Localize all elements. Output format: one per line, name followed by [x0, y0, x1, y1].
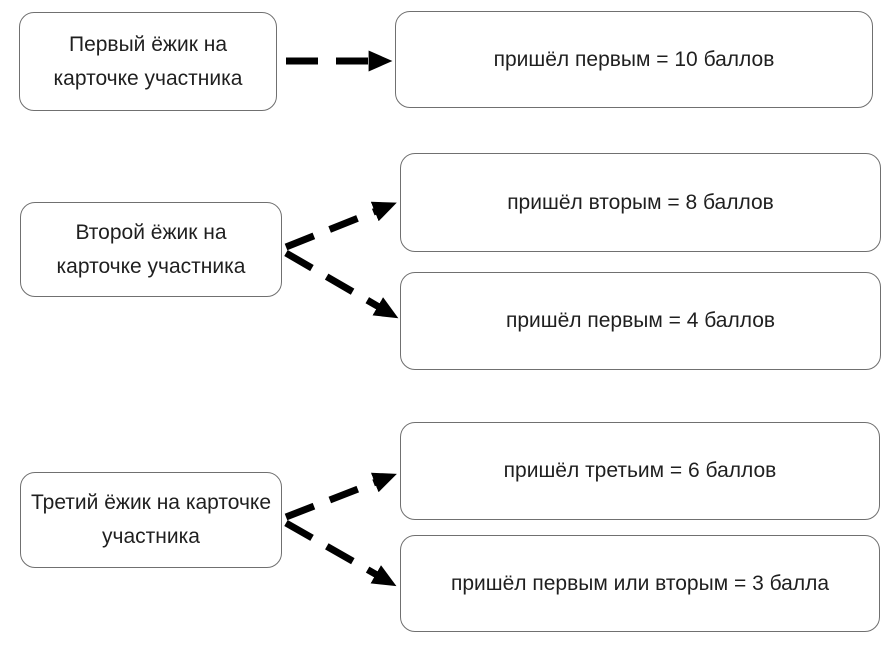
target-box-third-place-6-points-label: пришёл третьим = 6 баллов — [503, 459, 777, 483]
source-box-second-hedgehog: Второй ёжик на карточке участника — [20, 202, 282, 297]
arrow-third-hedgehog-to-6-points — [284, 472, 397, 521]
arrow-second-hedgehog-to-8-points — [284, 201, 397, 251]
target-box-second-place-8-points-label: пришёл вторым = 8 баллов — [507, 190, 774, 214]
arrow-second-hedgehog-to-4-points — [284, 249, 399, 319]
source-box-first-hedgehog: Первый ёжик на карточке участника — [19, 12, 277, 111]
source-box-third-hedgehog-label: Третий ёжик на карточке участника — [31, 491, 272, 548]
arrow-third-hedgehog-to-3-points — [284, 519, 397, 587]
target-box-first-place-10-points-label: пришёл первым = 10 баллов — [493, 47, 775, 71]
source-box-third-hedgehog: Третий ёжик на карточке участника — [20, 472, 282, 568]
target-box-second-place-8-points: пришёл вторым = 8 баллов — [400, 153, 881, 252]
source-box-second-hedgehog-label: Второй ёжик на карточке участника — [56, 220, 246, 278]
source-box-first-hedgehog-label: Первый ёжик на карточке участника — [53, 32, 243, 90]
target-box-first-or-second-place-3-points-label: пришёл первым или вторым = 3 балла — [450, 571, 830, 595]
target-box-first-place-4-points: пришёл первым = 4 баллов — [400, 272, 881, 370]
target-box-third-place-6-points: пришёл третьим = 6 баллов — [400, 422, 880, 520]
target-box-first-place-10-points: пришёл первым = 10 баллов — [395, 11, 873, 108]
target-box-first-or-second-place-3-points: пришёл первым или вторым = 3 балла — [400, 535, 880, 632]
target-box-first-place-4-points-label: пришёл первым = 4 баллов — [505, 309, 776, 333]
